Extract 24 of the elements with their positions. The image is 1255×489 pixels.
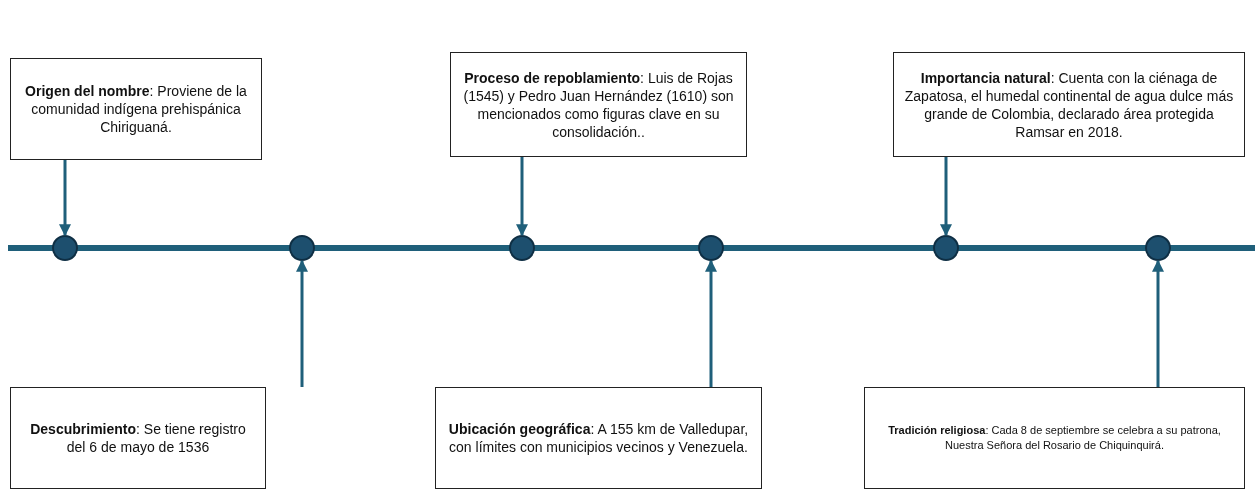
event-box bbox=[450, 52, 747, 157]
timeline-marker bbox=[52, 235, 78, 261]
arrow bbox=[516, 157, 528, 237]
timeline-marker bbox=[289, 235, 315, 261]
event-box bbox=[10, 58, 262, 160]
timeline-marker bbox=[933, 235, 959, 261]
timeline-marker bbox=[698, 235, 724, 261]
event-text: Proceso de repoblamiento: Luis de Rojas (1545) y Pedro Juan Hernández (1610) son mencionados como figuras clave en su consolidación.. bbox=[462, 68, 735, 141]
event-box bbox=[10, 387, 266, 489]
arrow bbox=[705, 259, 717, 387]
arrow bbox=[59, 160, 71, 237]
timeline-marker bbox=[509, 235, 535, 261]
event-box bbox=[893, 52, 1245, 157]
arrow bbox=[940, 157, 952, 237]
event-text: Tradición religiosa: Cada 8 de septiembre se celebra a su patrona, Nuestra Señora del Rosario de Chiquinquirá. bbox=[887, 423, 1222, 453]
event-box bbox=[864, 387, 1245, 489]
timeline-marker bbox=[1145, 235, 1171, 261]
arrow bbox=[1152, 259, 1164, 387]
arrow bbox=[296, 259, 308, 387]
event-text: Origen del nombre: Proviene de la comunidad indígena prehispánica Chiriguaná. bbox=[24, 82, 248, 136]
event-text: Importancia natural: Cuenta con la ciénaga de Zapatosa, el humedal continental de agua dulce más grande de Colombia, declarado área protegida Ramsar en 2018. bbox=[904, 68, 1234, 141]
event-text: Descubrimiento: Se tiene registro del 6 de mayo de 1536 bbox=[29, 420, 247, 456]
event-box bbox=[435, 387, 762, 489]
event-text: Ubicación geográfica: A 155 km de Valledupar, con límites con municipios vecinos y Venezuela. bbox=[447, 420, 750, 456]
